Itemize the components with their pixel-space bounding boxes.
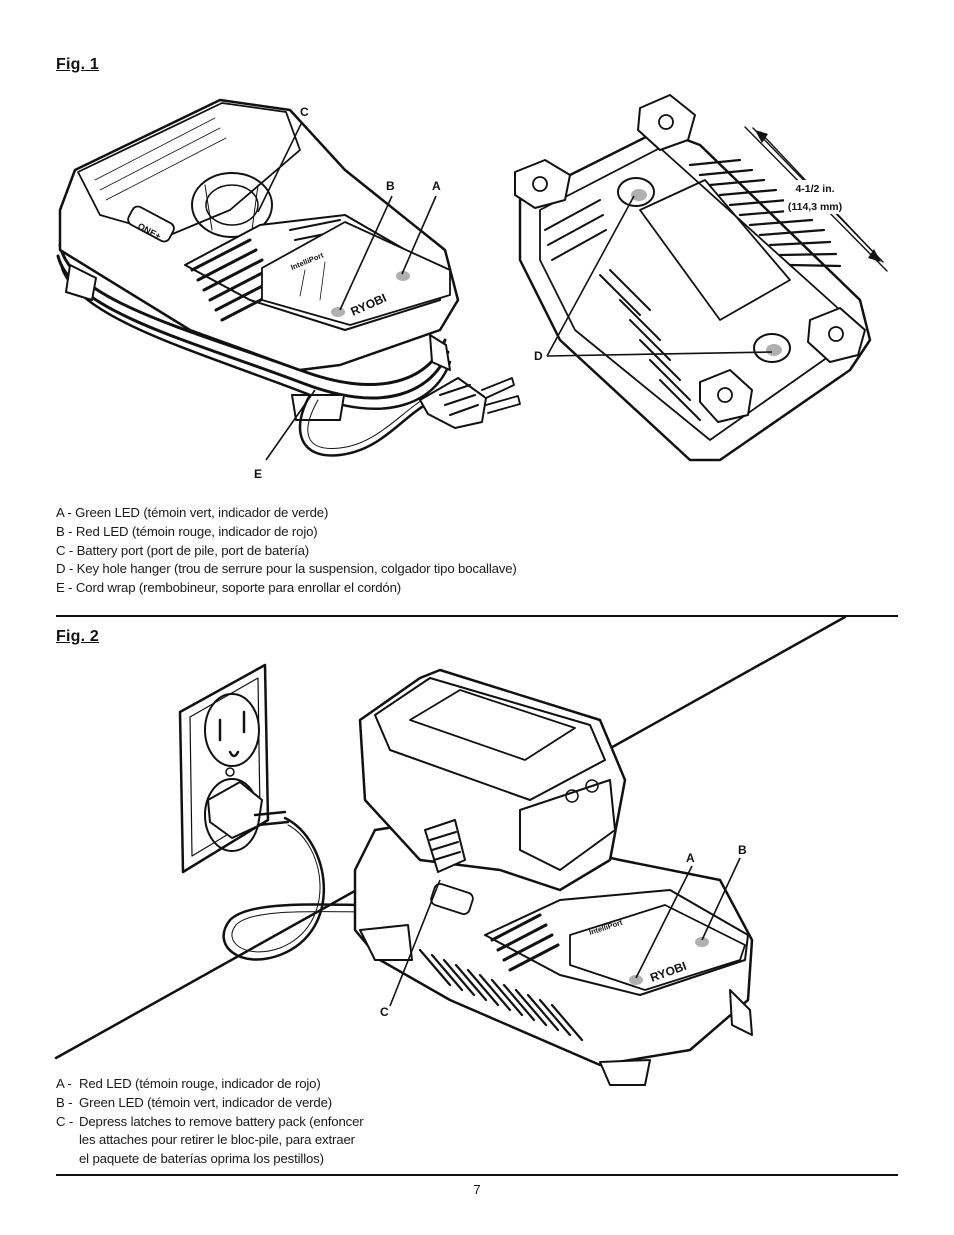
legend-item-b: B - Red LED (témoin rouge, indicador de … bbox=[56, 523, 318, 539]
fig2-legend-item-c-cont1: les attaches pour retirer le bloc-pile, … bbox=[79, 1132, 355, 1148]
fig2-legend-item-c: C -Depress latches to remove battery pac… bbox=[56, 1113, 364, 1129]
legend-item-d: D - Key hole hanger (trou de serrure pou… bbox=[56, 561, 517, 577]
fig2-legend-item-b: B -Green LED (témoin vert, indicador de … bbox=[56, 1094, 333, 1110]
fig2-title: Fig. 2 bbox=[56, 628, 99, 645]
legend-item-e: E - Cord wrap (rembobineur, soporte para… bbox=[56, 580, 402, 596]
fig2-legend-item-c-cont2: el paquete de baterías oprima los pestil… bbox=[79, 1151, 324, 1167]
section-divider bbox=[56, 615, 898, 617]
footer-divider bbox=[56, 1174, 898, 1176]
fig2-callout-b: B bbox=[738, 843, 747, 857]
fig2-legend-item-a: A -Red LED (témoin rouge, indicador de r… bbox=[56, 1076, 321, 1091]
page-number: 7 bbox=[473, 1182, 481, 1197]
fig1-callout-b: B bbox=[386, 179, 395, 193]
fig1-dimension-mm: (114,3 mm) bbox=[788, 201, 842, 213]
fig2-callout-c: C bbox=[380, 1005, 389, 1019]
fig1-callout-e: E bbox=[254, 467, 262, 481]
fig2-legend: A -Red LED (témoin rouge, indicador de r… bbox=[56, 1075, 364, 1169]
fig2-callout-a: A bbox=[686, 851, 695, 865]
fig1-dimension-in: 4-1/2 in. bbox=[795, 183, 834, 195]
fig1-legend: A - Green LED (témoin vert, indicador de… bbox=[56, 504, 517, 598]
legend-item-c: C - Battery port (port de pile, port de … bbox=[56, 542, 310, 558]
fig1-callout-d: D bbox=[534, 349, 543, 363]
fig1-callout-a: A bbox=[432, 179, 441, 193]
fig1-callout-c: C bbox=[300, 105, 309, 119]
fig1-title: Fig. 1 bbox=[56, 56, 99, 73]
legend-item-a: A - Green LED (témoin vert, indicador de… bbox=[56, 505, 329, 520]
